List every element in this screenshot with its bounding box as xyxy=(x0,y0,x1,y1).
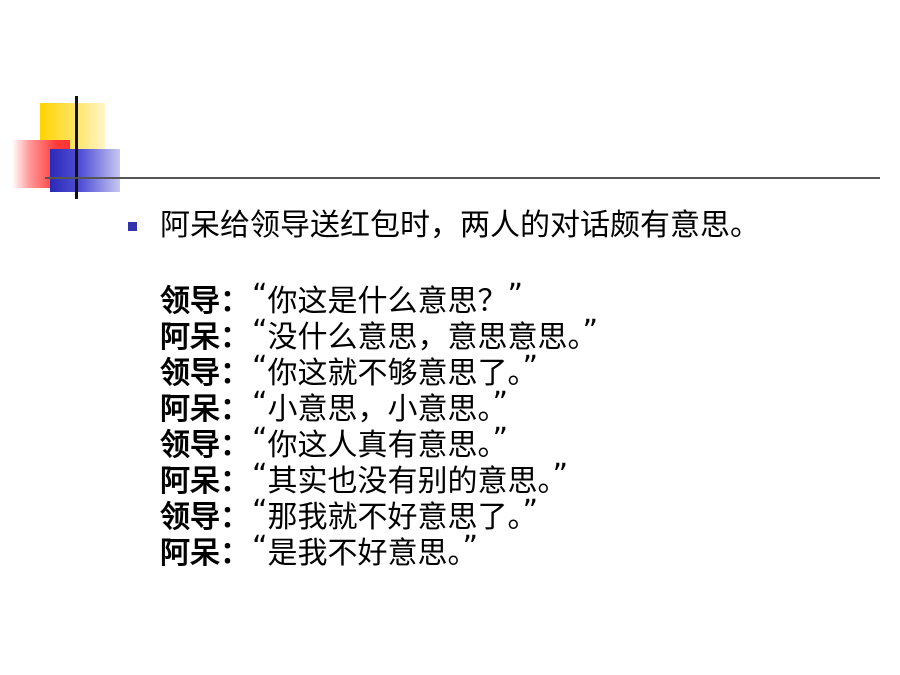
dialogue-line: 领导：“你这就不够意思了。” xyxy=(160,350,598,392)
utterance-text: 你这人真有意思。 xyxy=(267,428,493,463)
close-quote: ” xyxy=(492,386,509,421)
utterance-text: 没什么意思，意思意思。 xyxy=(267,320,583,355)
speaker-name: 领导 xyxy=(160,284,220,319)
open-quote: “ xyxy=(252,458,268,493)
open-quote: “ xyxy=(252,530,268,565)
close-quote: ” xyxy=(507,278,524,313)
speaker-colon: ： xyxy=(220,536,250,571)
utterance-text: 你这是什么意思？ xyxy=(267,284,508,319)
speaker-name: 阿呆 xyxy=(160,464,220,499)
bullet-square-icon xyxy=(128,222,137,231)
close-quote: ” xyxy=(582,314,599,349)
dialogue-line: 领导：“你这人真有意思。” xyxy=(160,422,598,464)
speaker-colon: ： xyxy=(220,356,250,391)
close-quote: ” xyxy=(552,458,569,493)
speaker-colon: ： xyxy=(220,284,250,319)
dialogue-line: 阿呆：“没什么意思，意思意思。” xyxy=(160,314,598,356)
bullet-text: 阿呆给领导送红包时，两人的对话颇有意思。 xyxy=(160,208,760,243)
speaker-name: 领导 xyxy=(160,356,220,391)
dialogue-line: 阿呆：“是我不好意思。” xyxy=(160,530,598,572)
decoration-blue-square xyxy=(50,149,120,192)
speaker-name: 领导 xyxy=(160,500,220,535)
utterance-text: 你这就不够意思了。 xyxy=(267,356,523,391)
speaker-colon: ： xyxy=(220,428,250,463)
speaker-name: 阿呆 xyxy=(160,320,220,355)
open-quote: “ xyxy=(252,314,268,349)
close-quote: ” xyxy=(492,422,509,457)
speaker-name: 阿呆 xyxy=(160,536,220,571)
open-quote: “ xyxy=(252,350,268,385)
utterance-text: 那我就不好意思了。 xyxy=(267,500,523,535)
speaker-name: 阿呆 xyxy=(160,392,220,427)
open-quote: “ xyxy=(252,386,268,421)
title-divider-rule xyxy=(45,177,880,179)
speaker-colon: ： xyxy=(220,500,250,535)
utterance-text: 小意思，小意思。 xyxy=(267,392,493,427)
speaker-name: 领导 xyxy=(160,428,220,463)
dialogue-line: 阿呆：“其实也没有别的意思。” xyxy=(160,458,598,500)
utterance-text: 其实也没有别的意思。 xyxy=(267,464,553,499)
open-quote: “ xyxy=(252,494,268,529)
speaker-colon: ： xyxy=(220,320,250,355)
open-quote: “ xyxy=(252,422,268,457)
speaker-colon: ： xyxy=(220,392,250,427)
close-quote: ” xyxy=(522,350,539,385)
dialogue-block: 领导：“你这是什么意思？” 阿呆：“没什么意思，意思意思。” 领导：“你这就不够… xyxy=(160,278,598,572)
dialogue-line: 领导：“那我就不好意思了。” xyxy=(160,494,598,536)
speaker-colon: ： xyxy=(220,464,250,499)
dialogue-line: 阿呆：“小意思，小意思。” xyxy=(160,386,598,428)
utterance-text: 是我不好意思。 xyxy=(267,536,463,571)
close-quote: ” xyxy=(462,530,479,565)
decoration-vertical-rule xyxy=(75,96,78,199)
close-quote: ” xyxy=(522,494,539,529)
dialogue-line: 领导：“你这是什么意思？” xyxy=(160,278,598,320)
open-quote: “ xyxy=(252,278,268,313)
